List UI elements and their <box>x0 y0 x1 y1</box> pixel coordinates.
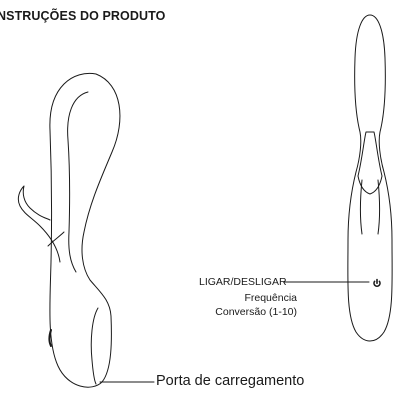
frequency-label: Frequência <box>244 292 297 304</box>
product-front-view <box>347 14 393 342</box>
charging-port-label: Porta de carregamento <box>156 373 305 389</box>
power-label: LIGAR/DESLIGAR <box>199 276 287 288</box>
side-view-arm-base <box>47 231 65 247</box>
front-view-outline <box>347 14 393 342</box>
side-view-handle-seam <box>90 307 99 385</box>
product-side-view <box>17 72 121 388</box>
conversion-label: Conversão (1-10) <box>215 306 297 318</box>
side-view-arm <box>17 185 61 263</box>
charging-port-marker <box>48 329 52 347</box>
side-view-inner-edge <box>67 91 89 273</box>
front-view-ridge-left <box>360 179 363 235</box>
power-icon <box>373 278 381 287</box>
page-title: NSTRUÇÕES DO PRODUTO <box>0 9 166 23</box>
side-view-outline <box>49 72 121 388</box>
front-view-arm <box>357 131 383 195</box>
front-view-ridge-right <box>377 179 380 235</box>
